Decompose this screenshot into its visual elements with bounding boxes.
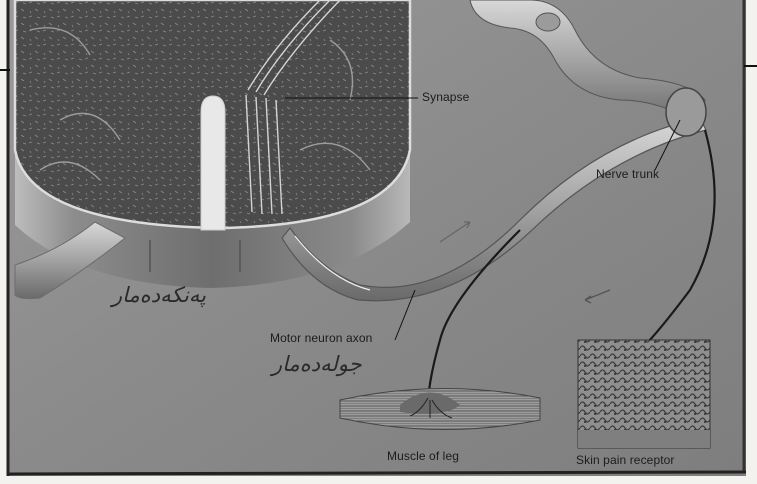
motor-neuron-axon-label: Motor neuron axon <box>270 331 372 345</box>
central-canal <box>201 96 225 230</box>
muscle-of-leg <box>340 388 540 429</box>
handwritten-note-motor: جولەدەمار <box>272 352 362 376</box>
skin-pain-receptor-label: Skin pain receptor <box>576 453 675 467</box>
synapse-label: Synapse <box>422 90 469 104</box>
nerve-trunk-label: Nerve trunk <box>596 167 659 181</box>
muscle-of-leg-label: Muscle of leg <box>387 449 459 463</box>
handwritten-note-sensory: پەنکەدەمار <box>112 283 206 307</box>
nerve-trunk <box>666 88 706 136</box>
